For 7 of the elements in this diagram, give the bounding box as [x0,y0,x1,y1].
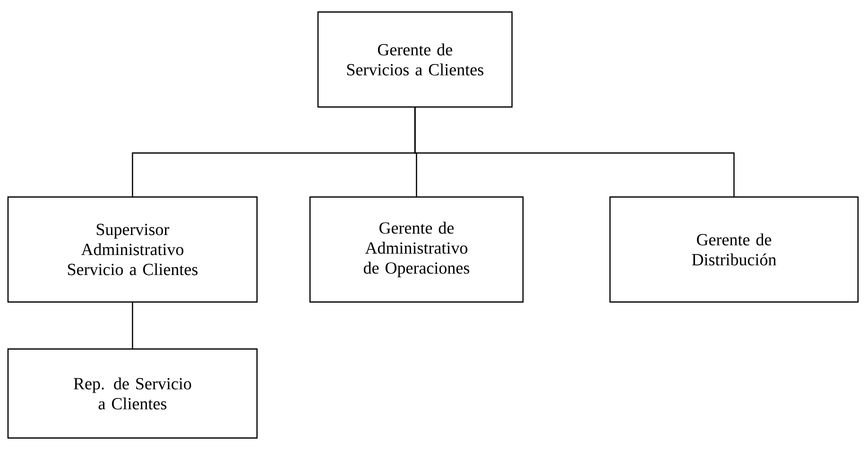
org-box: Rep. de Servicio a Clientes [7,348,258,439]
connector-line [132,302,134,348]
org-box: Gerente de Administrativo de Operaciones [309,196,524,303]
connector-line [414,108,735,196]
org-box: Gerente de Distribución [609,196,859,303]
org-box: Gerente de Servicios a Clientes [317,11,513,108]
org-box: Supervisor Administrativo Servicio a Clientes [7,196,258,303]
